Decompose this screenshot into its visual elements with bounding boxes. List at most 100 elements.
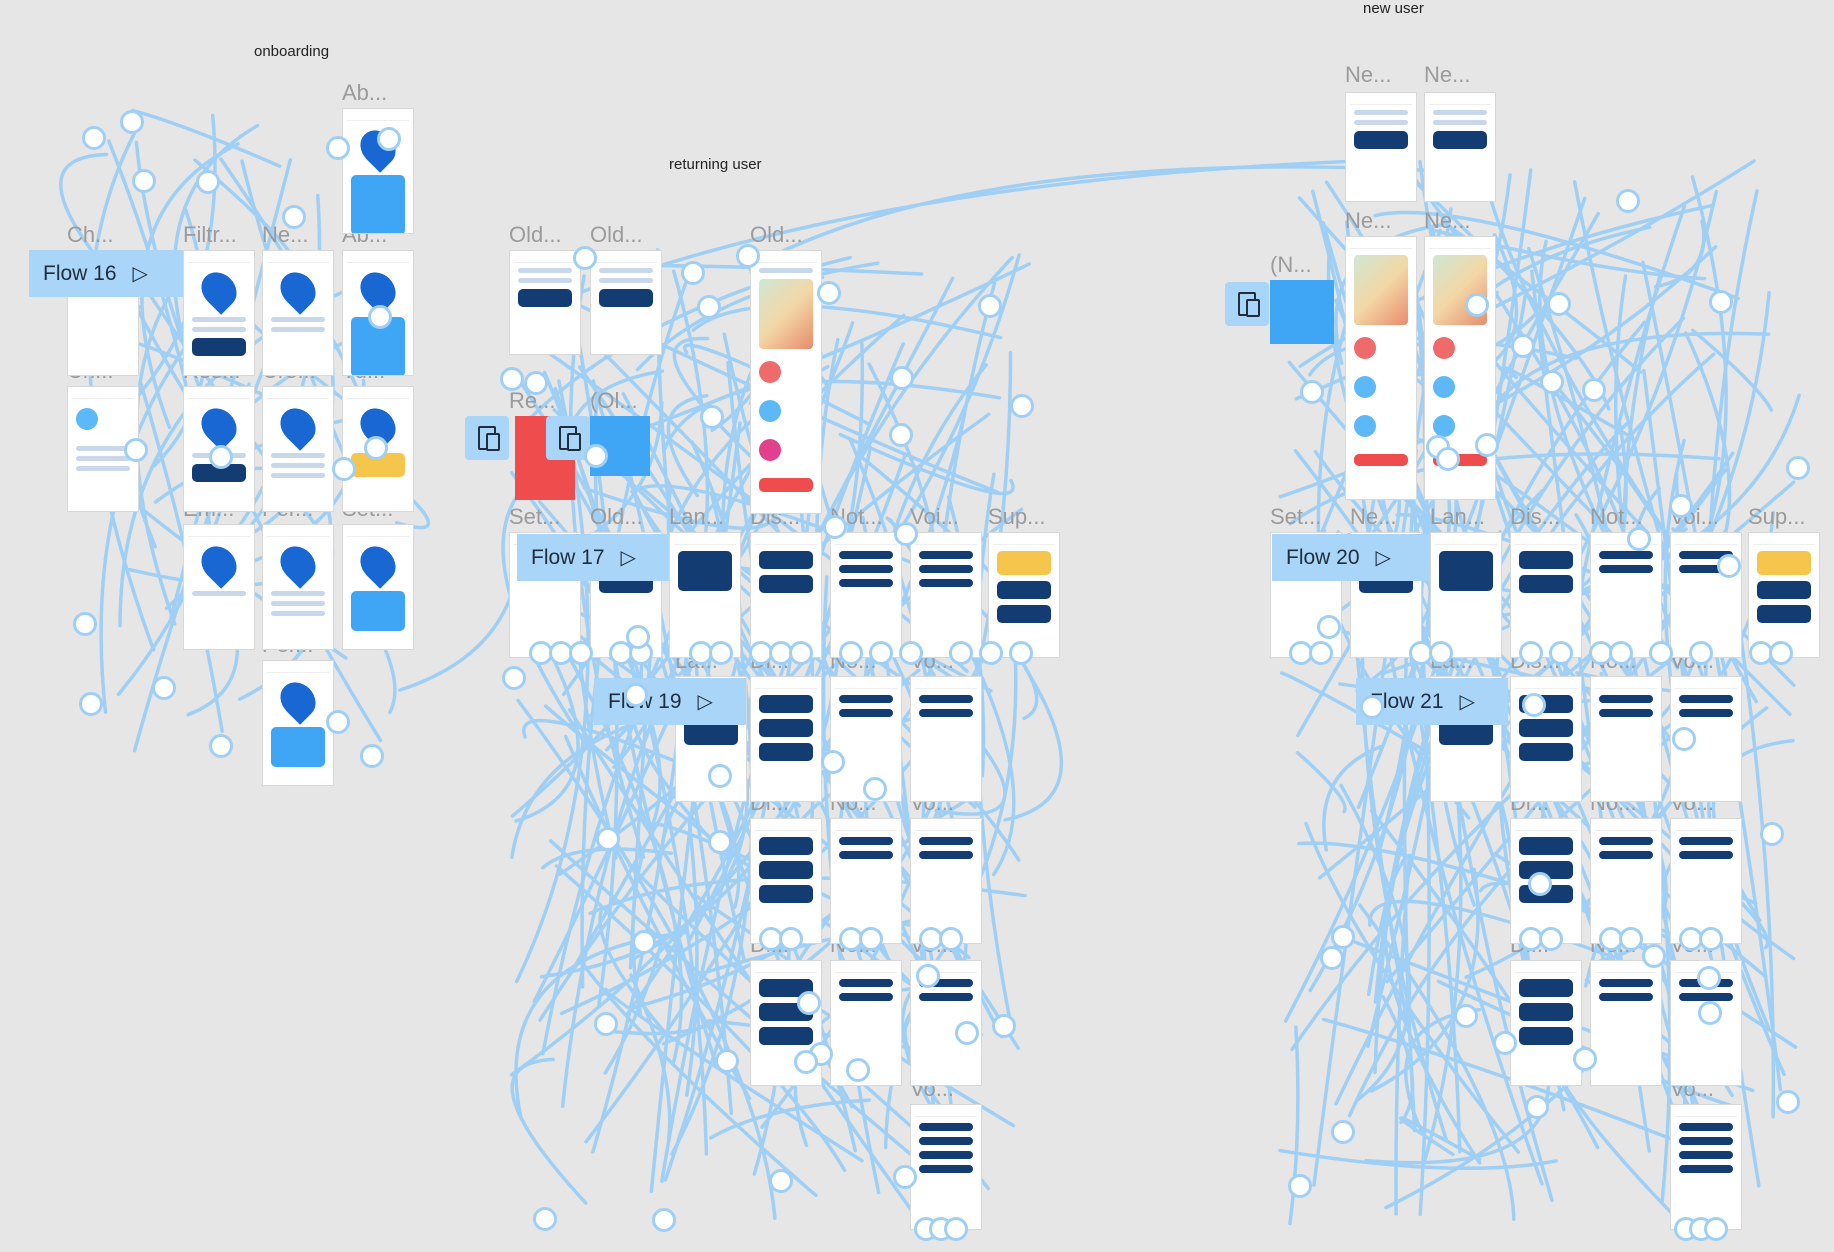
connection-handle[interactable] xyxy=(1776,1090,1800,1114)
connection-handle[interactable] xyxy=(992,1014,1016,1038)
connection-handle[interactable] xyxy=(196,170,220,194)
connection-handle[interactable] xyxy=(1619,927,1643,951)
frame-label[interactable]: Sup... xyxy=(1748,504,1806,529)
flow-start-badge[interactable]: Flow 20 ▷ xyxy=(1272,534,1430,581)
connection-handle[interactable] xyxy=(368,305,392,329)
frame-label[interactable]: Ne... xyxy=(1424,208,1471,233)
connection-handle[interactable] xyxy=(944,1217,968,1241)
connection-handle[interactable] xyxy=(1511,334,1535,358)
connection-handle[interactable] xyxy=(789,641,813,665)
flow-start-badge[interactable]: Flow 17 ▷ xyxy=(517,534,669,581)
connection-handle[interactable] xyxy=(360,744,384,768)
screen-thumbnail[interactable] xyxy=(669,532,741,658)
screen-thumbnail[interactable] xyxy=(1345,92,1417,202)
connection-handle[interactable] xyxy=(1317,615,1341,639)
connection-handle[interactable] xyxy=(1525,1095,1549,1119)
connection-handle[interactable] xyxy=(1009,641,1033,665)
connection-handle[interactable] xyxy=(1288,1174,1312,1198)
screen-thumbnail[interactable] xyxy=(750,532,822,658)
screen-thumbnail[interactable] xyxy=(262,524,334,650)
play-icon[interactable]: ▷ xyxy=(697,691,713,713)
screen-thumbnail[interactable] xyxy=(262,386,334,512)
connection-handle[interactable] xyxy=(736,244,760,268)
connection-handle[interactable] xyxy=(1519,641,1543,665)
connection-handle[interactable] xyxy=(797,991,821,1015)
screen-thumbnail[interactable] xyxy=(750,250,822,514)
connection-handle[interactable] xyxy=(1547,292,1571,316)
connection-handle[interactable] xyxy=(524,371,548,395)
screen-thumbnail[interactable] xyxy=(1510,960,1582,1086)
connection-handle[interactable] xyxy=(1642,944,1666,968)
connection-handle[interactable] xyxy=(1300,380,1324,404)
connection-handle[interactable] xyxy=(1704,1217,1728,1241)
frame-label[interactable]: Filtr... xyxy=(183,222,237,247)
connection-handle[interactable] xyxy=(533,1207,557,1231)
frame-label[interactable]: Sup... xyxy=(988,504,1046,529)
connection-handle[interactable] xyxy=(584,444,608,468)
flow-start-badge[interactable]: Flow 21 ▷ xyxy=(1356,678,1508,725)
connection-handle[interactable] xyxy=(1627,527,1651,551)
connection-handle[interactable] xyxy=(1436,447,1460,471)
connection-handle[interactable] xyxy=(1429,641,1453,665)
connection-handle[interactable] xyxy=(1309,641,1333,665)
screen-thumbnail[interactable] xyxy=(910,676,982,802)
connection-handle[interactable] xyxy=(569,641,593,665)
play-icon[interactable]: ▷ xyxy=(1375,547,1391,569)
screen-thumbnail[interactable] xyxy=(910,818,982,944)
frame-label[interactable]: Lan... xyxy=(1430,504,1486,529)
connection-handle[interactable] xyxy=(1549,641,1573,665)
connection-handle[interactable] xyxy=(715,1049,739,1073)
screen-thumbnail[interactable] xyxy=(750,676,822,802)
frame-label[interactable]: Old... xyxy=(590,504,643,529)
connection-handle[interactable] xyxy=(1749,641,1773,665)
connection-handle[interactable] xyxy=(979,641,1003,665)
connection-handle[interactable] xyxy=(1493,1031,1517,1055)
connection-handle[interactable] xyxy=(1786,456,1810,480)
flow-start-badge[interactable]: Flow 16 ▷ xyxy=(29,250,183,297)
connection-handle[interactable] xyxy=(839,927,863,951)
connection-handle[interactable] xyxy=(890,366,914,390)
screen-thumbnail[interactable] xyxy=(1590,532,1662,658)
connection-handle[interactable] xyxy=(573,246,597,270)
connection-handle[interactable] xyxy=(1540,370,1564,394)
connection-handle[interactable] xyxy=(1522,693,1546,717)
connection-handle[interactable] xyxy=(708,764,732,788)
screen-thumbnail[interactable] xyxy=(342,524,414,650)
connection-handle[interactable] xyxy=(209,445,233,469)
connection-handle[interactable] xyxy=(652,1208,676,1232)
screen-thumbnail[interactable] xyxy=(910,1104,982,1230)
screen-thumbnail[interactable] xyxy=(1590,960,1662,1086)
connection-handle[interactable] xyxy=(1528,872,1552,896)
frame-label[interactable]: Ab... xyxy=(342,80,388,105)
connection-handle[interactable] xyxy=(700,405,724,429)
connection-handle[interactable] xyxy=(632,930,656,954)
screen-thumbnail[interactable] xyxy=(262,660,334,786)
connection-handle[interactable] xyxy=(1320,946,1344,970)
connection-handle[interactable] xyxy=(1698,1001,1722,1025)
frame-label[interactable]: Ne... xyxy=(1345,208,1392,233)
connection-handle[interactable] xyxy=(79,692,103,716)
connection-handle[interactable] xyxy=(1709,290,1733,314)
frame-label[interactable]: Ch... xyxy=(67,222,114,247)
connection-handle[interactable] xyxy=(863,777,887,801)
connection-handle[interactable] xyxy=(1699,927,1723,951)
connection-handle[interactable] xyxy=(1669,494,1693,518)
screen-thumbnail[interactable] xyxy=(910,532,982,658)
connection-handle[interactable] xyxy=(1689,641,1713,665)
connection-handle[interactable] xyxy=(709,641,733,665)
connection-handle[interactable] xyxy=(120,110,144,134)
overlay-device-icon[interactable] xyxy=(465,416,509,460)
connection-handle[interactable] xyxy=(823,515,847,539)
screen-thumbnail[interactable] xyxy=(1670,532,1742,658)
connection-handle[interactable] xyxy=(152,676,176,700)
play-icon[interactable]: ▷ xyxy=(620,547,636,569)
connection-handle[interactable] xyxy=(839,641,863,665)
frame-label[interactable]: Ne... xyxy=(1345,62,1392,87)
frame-label[interactable]: Ne... xyxy=(1424,62,1471,87)
connection-handle[interactable] xyxy=(1331,1120,1355,1144)
screen-thumbnail[interactable] xyxy=(1748,532,1820,658)
connection-handle[interactable] xyxy=(894,522,918,546)
screen-thumbnail[interactable] xyxy=(1670,818,1742,944)
connection-handle[interactable] xyxy=(817,281,841,305)
screen-thumbnail[interactable] xyxy=(988,532,1060,658)
